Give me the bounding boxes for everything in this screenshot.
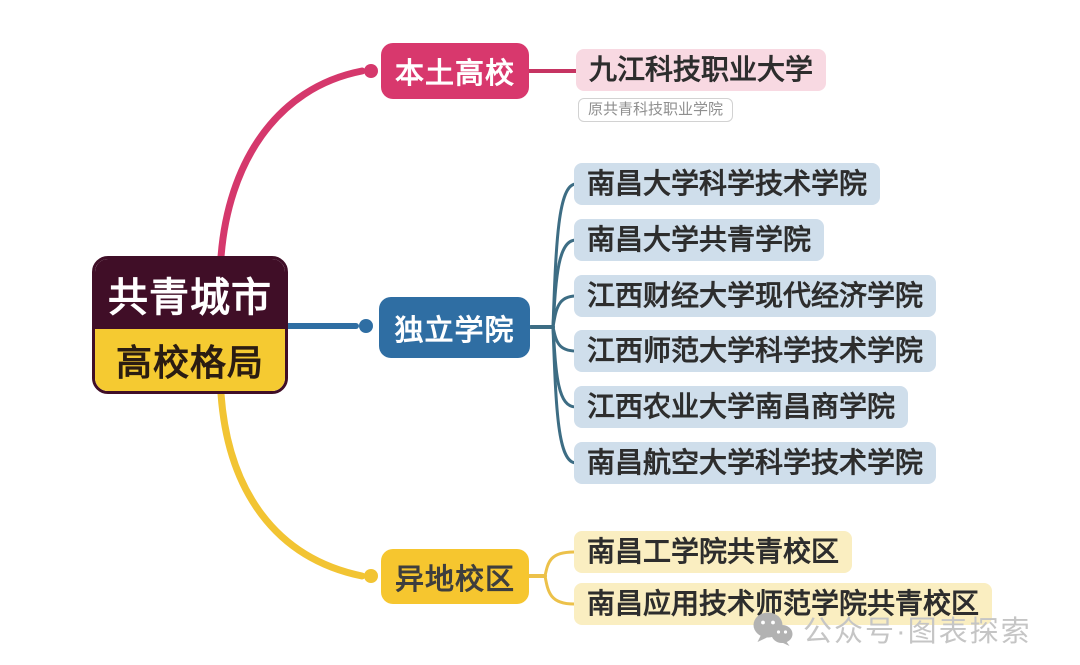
child-node-independent-4: 江西师范大学科学技术学院 <box>574 330 937 372</box>
connector-independent-dot <box>359 319 373 333</box>
connector-local-main <box>217 67 366 261</box>
child-node-local-1: 九江科技职业大学 <box>576 49 827 91</box>
root-node: 共青城市 高校格局 <box>92 256 288 394</box>
branch-node-remote: 异地校区 <box>381 549 529 604</box>
connector-remote-dot <box>364 569 378 583</box>
connector-local-dot <box>364 64 378 78</box>
branch-node-independent: 独立学院 <box>379 297 530 358</box>
connector-remote-main <box>217 390 366 580</box>
connector-independent-child-4 <box>551 325 578 353</box>
child-node-independent-5: 江西农业大学南昌商学院 <box>574 386 909 428</box>
child-note-local-1: 原共青科技职业学院 <box>578 98 734 122</box>
watermark-text: 公众号·图表探索 <box>803 616 1032 648</box>
child-node-remote-1: 南昌工学院共青校区 <box>574 531 853 573</box>
wechat-icon <box>753 612 793 646</box>
connector-independent-child-3 <box>551 294 578 329</box>
child-node-independent-2: 南昌大学共青学院 <box>574 219 825 261</box>
root-subtitle: 高校格局 <box>95 329 285 391</box>
root-title: 共青城市 <box>95 259 285 329</box>
branch-node-local: 本土高校 <box>381 43 529 99</box>
child-node-remote-2: 南昌应用技术师范学院共青校区 <box>574 583 993 625</box>
watermark: 公众号·图表探索 <box>752 608 1032 650</box>
connector-remote-child-1 <box>543 550 576 578</box>
child-node-independent-6: 南昌航空大学科学技术学院 <box>574 442 937 484</box>
child-node-independent-1: 南昌大学科学技术学院 <box>574 163 881 205</box>
connector-independent-child-1 <box>551 182 578 329</box>
connector-remote-child-2 <box>543 574 576 606</box>
child-node-independent-3: 江西财经大学现代经济学院 <box>574 275 937 317</box>
connector-independent-child-2 <box>551 238 578 329</box>
connector-independent-child-6 <box>551 325 578 465</box>
